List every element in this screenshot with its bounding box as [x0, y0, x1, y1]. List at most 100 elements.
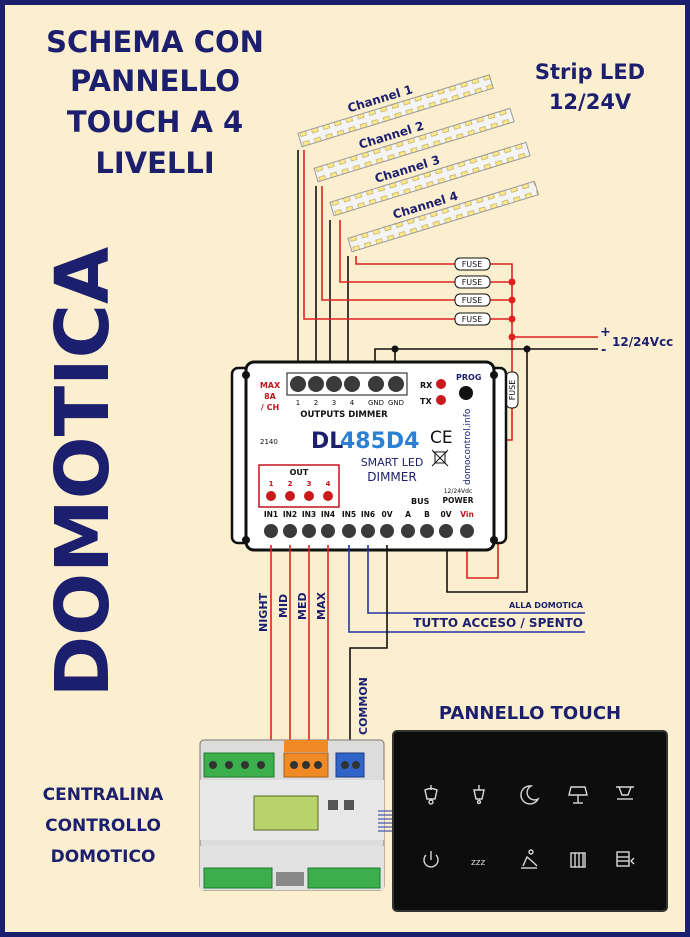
max-current-label: MAX 8A / CH — [260, 381, 281, 412]
ceiling-lamp-dim-icon[interactable] — [473, 785, 485, 805]
out-led-3-num: 3 — [307, 480, 312, 488]
ribbon-cable — [378, 810, 393, 832]
out-led-2-num: 2 — [288, 480, 293, 488]
output-terminal-screws — [290, 376, 404, 392]
centralina-line-3: DOMOTICO — [51, 847, 156, 867]
fuse-power-label: FUSE — [508, 380, 517, 401]
wire-labels: NIGHT MID MED MAX COMMON — [257, 592, 370, 735]
out-led-1-num: 1 — [269, 480, 274, 488]
out-led-numbers: 1 2 3 4 — [269, 480, 331, 488]
out-leds — [266, 491, 333, 501]
blinds-icon[interactable] — [616, 851, 635, 867]
term-in5: IN5 — [342, 510, 356, 519]
fuse-1-label: FUSE — [462, 260, 483, 269]
strip-led-line-2: 12/24V — [549, 90, 632, 114]
logo-model: 485D4 — [340, 429, 420, 454]
panel-title: PANNELLO TOUCH — [439, 703, 621, 724]
side-title-domotica: DOMOTICA — [40, 247, 126, 697]
sleep-icon[interactable]: zzz — [471, 858, 485, 868]
fuse-3: FUSE — [454, 293, 491, 307]
term-in4: IN4 — [321, 510, 335, 519]
term-gnd-1: GND — [368, 399, 384, 407]
term-in2: IN2 — [283, 510, 297, 519]
strip-led-line-1: Strip LED — [535, 60, 645, 84]
power-voltage: 12/24Vdc — [444, 488, 473, 495]
tx-led — [436, 395, 446, 405]
max-line-2: 8A — [264, 392, 277, 401]
output-terminal-labels: 1 2 3 4 GND GND — [296, 399, 404, 407]
tutto-acceso-label: TUTTO ACCESO / SPENTO — [413, 616, 583, 630]
smart-led-text: SMART LED — [361, 456, 424, 469]
term-b: B — [424, 510, 430, 519]
fuse-4-label: FUSE — [462, 315, 483, 324]
term-out-3: 3 — [332, 399, 336, 407]
radiator-icon[interactable] — [570, 852, 586, 868]
term-gnd-2: GND — [388, 399, 404, 407]
junction-dots-red — [508, 278, 516, 341]
centralina-label: CENTRALINA CONTROLLO DOMOTICO — [43, 785, 165, 867]
term-in1: IN1 — [264, 510, 278, 519]
model-code: 2140 — [260, 438, 278, 446]
prog-button[interactable] — [459, 386, 473, 400]
person-relax-icon[interactable] — [521, 849, 538, 869]
ceiling-lamp-icon[interactable] — [424, 785, 438, 805]
logo-dl: DL — [311, 429, 343, 454]
power-icon[interactable] — [423, 851, 439, 868]
mid-label: MID — [277, 594, 290, 618]
brand-vertical: domocontrol.info — [463, 408, 473, 485]
input-terminal-screws — [264, 524, 474, 538]
centralina-line-1: CENTRALINA — [43, 785, 165, 805]
strip-led-label: Strip LED 12/24V — [535, 60, 645, 114]
rx-led — [436, 379, 446, 389]
night-label: NIGHT — [257, 592, 270, 632]
fuse-4: FUSE — [454, 312, 491, 326]
title-line-1: SCHEMA CON — [46, 25, 264, 59]
power-supply-label: + - 12/24Vcc — [600, 325, 673, 358]
title-line-3: TOUCH A 4 — [67, 105, 243, 139]
out-label: OUT — [290, 468, 309, 477]
outputs-dimmer-label: OUTPUTS DIMMER — [300, 410, 388, 420]
prog-label: PROG — [456, 373, 481, 382]
table-lamp-icon[interactable] — [568, 786, 588, 804]
fuses: FUSE FUSE FUSE FUSE FUSE — [454, 257, 519, 409]
alla-domotica-label: ALLA DOMOTICA — [509, 601, 584, 610]
touch-panel: zzz — [392, 730, 668, 912]
term-0v-2: 0V — [440, 510, 451, 519]
dimmer-module: MAX 8A / CH 1 2 3 4 GND GND OUTPUTS DIMM… — [230, 360, 508, 552]
wall-lamp-icon[interactable] — [616, 786, 634, 800]
supply-minus: - — [601, 343, 606, 358]
tx-label: TX — [420, 397, 432, 406]
term-vin: Vin — [460, 510, 474, 519]
fuse-1: FUSE — [454, 257, 491, 271]
controller-display — [253, 795, 319, 831]
junction-dots-black — [391, 345, 531, 353]
max-label: MAX — [315, 592, 328, 620]
term-out-2: 2 — [314, 399, 318, 407]
term-out-1: 1 — [296, 399, 300, 407]
out-led-4-num: 4 — [326, 480, 331, 488]
common-label: COMMON — [357, 677, 370, 735]
led-strip-4: Channel 4 — [347, 180, 540, 253]
input-wires — [270, 545, 585, 740]
term-out-4: 4 — [350, 399, 355, 407]
bus-label: BUS — [411, 497, 430, 506]
title-line-2: PANNELLO — [70, 64, 240, 98]
centralina-line-2: CONTROLLO — [45, 816, 161, 836]
max-line-3: / CH — [261, 403, 279, 412]
moon-icon[interactable] — [520, 785, 540, 805]
med-label: MED — [296, 592, 309, 620]
supply-plus: + — [600, 325, 611, 340]
fuse-power: FUSE — [505, 371, 519, 409]
max-line-1: MAX — [260, 381, 281, 390]
rx-label: RX — [420, 381, 433, 390]
home-automation-controller — [199, 739, 385, 891]
dimmer-text: DIMMER — [367, 470, 416, 484]
svg-text:zzz: zzz — [471, 858, 485, 868]
ce-mark: CE — [430, 428, 453, 448]
main-title: SCHEMA CON PANNELLO TOUCH A 4 LIVELLI — [46, 25, 264, 180]
term-in3: IN3 — [302, 510, 316, 519]
term-0v-1: 0V — [381, 510, 392, 519]
fuse-2-label: FUSE — [462, 278, 483, 287]
supply-voltage: 12/24Vcc — [612, 335, 673, 349]
